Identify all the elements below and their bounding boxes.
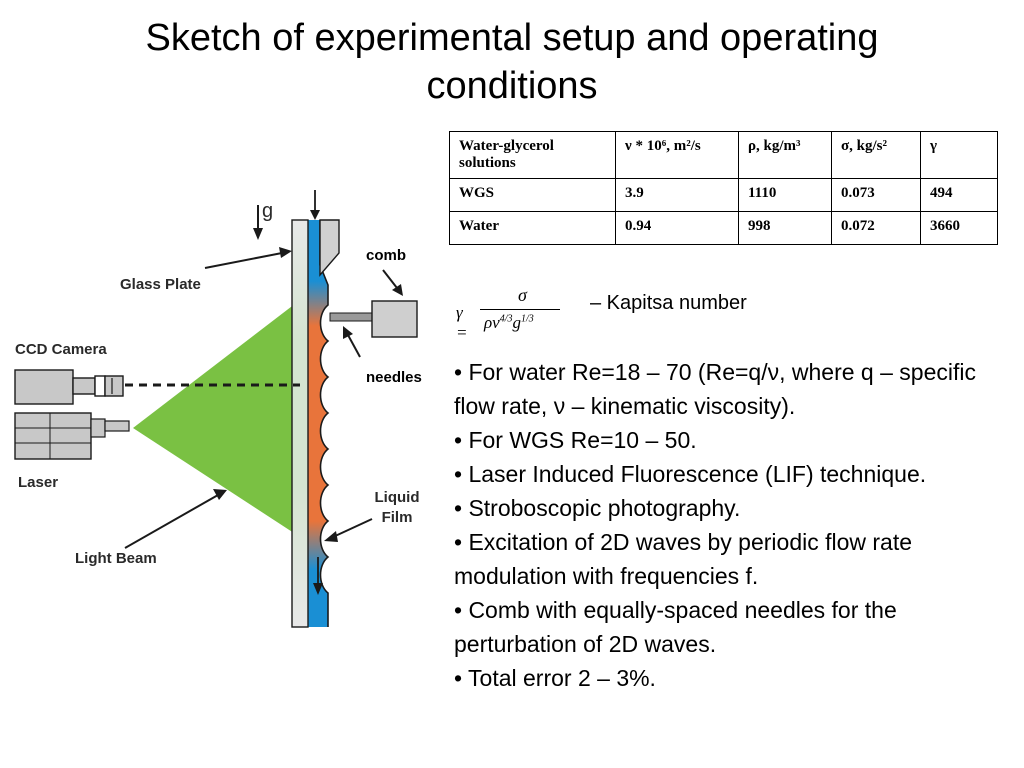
glass-plate-label: Glass Plate xyxy=(120,276,201,293)
gravity-label: g xyxy=(262,200,273,222)
table-row: Water 0.94 998 0.072 3660 xyxy=(449,211,998,245)
fluid-properties-table: Water-glycerol solutions ν * 10⁶, m²/s ρ… xyxy=(449,131,998,245)
list-item: • Excitation of 2D waves by periodic flo… xyxy=(454,529,913,589)
table-cell: 3.9 xyxy=(615,178,739,212)
list-item: • Comb with equally-spaced needles for t… xyxy=(454,597,897,657)
table-cell: 998 xyxy=(738,211,832,245)
table-header-cell: Water-glycerol solutions xyxy=(449,131,616,179)
title-line-2: conditions xyxy=(426,65,598,107)
table-cell: 0.072 xyxy=(831,211,921,245)
table-row: WGS 3.9 1110 0.073 494 xyxy=(449,178,998,212)
light-beam-triangle xyxy=(133,300,300,537)
laser-unit xyxy=(14,412,130,460)
table-cell: 494 xyxy=(920,178,998,212)
table-cell: 1110 xyxy=(738,178,832,212)
formula-numerator: σ xyxy=(518,285,527,305)
ccd-camera-label: CCD Camera xyxy=(15,341,107,358)
needle-rod xyxy=(329,312,373,322)
formula-lhs: γ = xyxy=(456,303,468,342)
table-cell: Water xyxy=(449,211,616,245)
list-item: • Stroboscopic photography. xyxy=(454,495,741,521)
liquid-label: Liquid xyxy=(375,489,420,506)
needles-label: needles xyxy=(366,369,422,386)
table-header-row: Water-glycerol solutions ν * 10⁶, m²/s ρ… xyxy=(449,131,998,179)
light-beam-label: Light Beam xyxy=(75,550,157,567)
film-wave-outline xyxy=(319,220,330,627)
list-item: • For WGS Re=10 – 50. xyxy=(454,427,697,453)
flow-out-arrow-icon xyxy=(313,583,323,595)
page-title: Sketch of experimental setup and operati… xyxy=(0,14,1024,110)
table-header-cell: ρ, kg/m³ xyxy=(738,131,832,179)
film-label: Film xyxy=(382,509,413,526)
light-beam-pointer-icon xyxy=(213,489,227,500)
table-header-cell: σ, kg/s² xyxy=(831,131,921,179)
conditions-list: • For water Re=18 – 70 (Re=q/ν, where q … xyxy=(454,355,1014,695)
comb-label: comb xyxy=(366,247,406,264)
liquid-film xyxy=(308,220,328,627)
list-item: • For water Re=18 – 70 (Re=q/ν, where q … xyxy=(454,359,976,419)
title-line-1: Sketch of experimental setup and operati… xyxy=(145,17,879,59)
gravity-arrow-icon xyxy=(253,228,263,240)
list-item: • Laser Induced Fluorescence (LIF) techn… xyxy=(454,461,927,487)
glass-plate xyxy=(291,219,309,628)
comb-pointer-icon xyxy=(392,284,403,296)
formula-denominator: ρν4/3g1/3 xyxy=(484,313,534,332)
ccd-camera xyxy=(14,369,124,405)
flow-in-arrow-icon xyxy=(310,210,320,220)
table-cell: 0.073 xyxy=(831,178,921,212)
table-cell: 0.94 xyxy=(615,211,739,245)
table-cell: WGS xyxy=(449,178,616,212)
laser-label: Laser xyxy=(18,474,58,491)
liquid-film-pointer-icon xyxy=(324,531,338,542)
list-item: • Total error 2 – 3%. xyxy=(454,665,656,691)
table-cell: 3660 xyxy=(920,211,998,245)
kapitsa-description: – Kapitsa number xyxy=(590,292,747,314)
table-header-cell: γ xyxy=(920,131,998,179)
needles-pointer-icon xyxy=(343,326,353,339)
needle-actuator xyxy=(371,300,418,338)
fraction-bar xyxy=(480,309,560,310)
glass-plate-pointer-icon xyxy=(279,247,292,258)
experimental-setup-diagram: g Glass Plate CCD Camera Laser Light Bea… xyxy=(14,190,422,628)
comb-nozzle xyxy=(319,219,340,277)
table-header-cell: ν * 10⁶, m²/s xyxy=(615,131,739,179)
